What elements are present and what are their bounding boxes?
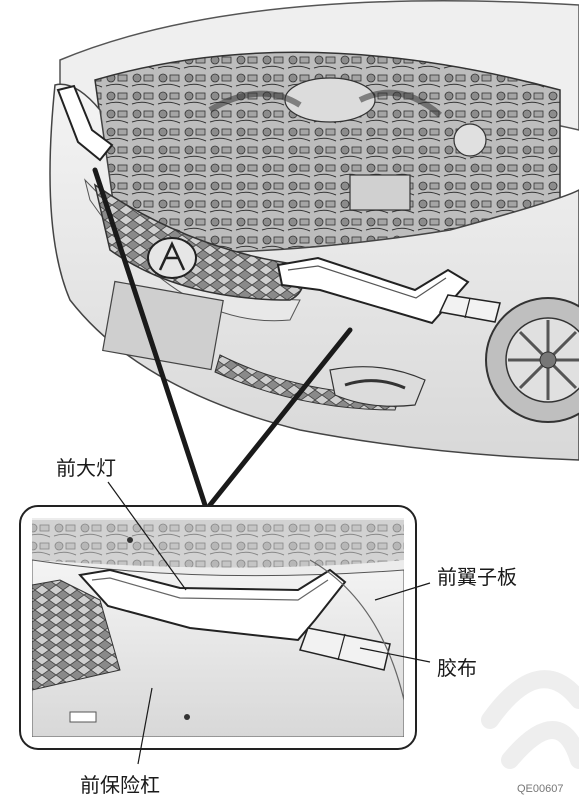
- callout-tape: 胶布: [437, 656, 477, 680]
- detail-box: [19, 505, 417, 750]
- front-wheel: [485, 297, 579, 423]
- taped-headlight-main: [276, 256, 501, 325]
- callout-fender: 前翼子板: [437, 565, 517, 589]
- callout-headlight: 前大灯: [56, 456, 116, 480]
- callout-bumper: 前保险杠: [80, 773, 160, 797]
- fog-light: [329, 366, 426, 407]
- engine-bay: [94, 51, 561, 261]
- watermark-mark: [481, 670, 579, 769]
- figure-code: QE00607: [517, 783, 564, 795]
- taped-marker-left: [56, 84, 114, 162]
- callout-leaders: [107, 481, 431, 765]
- pointer-lines: [92, 167, 353, 508]
- front-grille: [93, 183, 305, 301]
